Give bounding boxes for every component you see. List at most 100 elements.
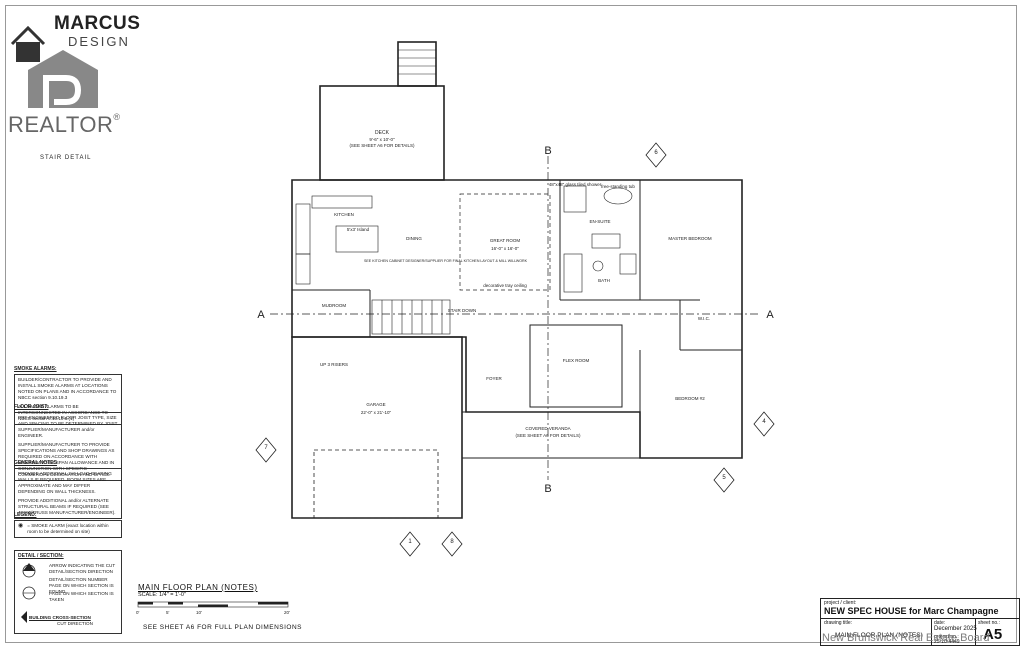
house-outline — [291, 179, 743, 459]
section-marker-4-number: 4 — [762, 419, 766, 425]
bath-label: BATH — [598, 278, 610, 283]
great-room-dimension: 16'-0" x 16'-0" — [491, 246, 519, 251]
smoke-alarms-note-1: BUILDER/CONTRACTOR TO PROVIDE AND INSTAL… — [18, 377, 117, 400]
section-marker-6: 6 — [645, 142, 667, 168]
garage-dimension: 22'-0" x 21'-10" — [361, 410, 392, 415]
section-marker-8-number: 8 — [450, 539, 454, 545]
sheet-number: A5 — [983, 626, 1003, 643]
section-marker-5-number: 5 — [722, 475, 726, 481]
dining-label: DINING — [406, 236, 422, 241]
date-value: December 2025 — [934, 626, 977, 632]
section-b-top: B — [544, 145, 551, 157]
project-no-label: project no.: — [934, 634, 959, 640]
garage-outline — [291, 336, 463, 519]
logo-sub: DESIGN — [68, 34, 130, 49]
section-marker-1-number: 1 — [408, 539, 412, 545]
legend-panel: LEGEND: ◉ = SMOKE ALARM (exact location … — [14, 512, 122, 538]
section-marker-6-number: 6 — [654, 150, 658, 156]
shower-note: 48"x48" glass tiled shower — [549, 182, 602, 187]
sheet-border — [5, 5, 1017, 643]
scale-tick-1: 5' — [166, 610, 170, 615]
section-marker-5: 5 — [713, 467, 735, 493]
floor-joist-title: FLOOR JOIST: — [14, 404, 49, 410]
garage-door-outline — [313, 449, 439, 519]
kitchen-counters — [295, 195, 379, 285]
detail-section-legend: DETAIL / SECTION: ARROW INDICATING THE C… — [14, 550, 122, 634]
realtor-text: REALTOR — [8, 112, 114, 137]
section-a-right: A — [766, 309, 774, 321]
kitchen-label: KITCHEN — [334, 212, 354, 217]
cabinet-note: SEE KITCHEN CABINET DESIGNER/SUPPLIER FO… — [364, 259, 528, 263]
foyer-label: FOYER — [486, 376, 502, 381]
scale-tick-2: 10' — [196, 610, 202, 615]
veranda-note: (SEE SHEET A6 FOR DETAILS) — [515, 433, 581, 438]
detail-taken-note: PAGE ON WHICH SECTION IS TAKEN — [49, 591, 114, 602]
deck-label: DECK — [375, 130, 390, 136]
great-room-label: GREAT ROOM — [490, 238, 521, 243]
flex-room-label: FLEX ROOM — [563, 358, 590, 363]
interior-stair — [371, 299, 451, 335]
mudroom-label: MUDROOM — [322, 303, 346, 308]
stair-down-note: STAIR DOWN — [448, 308, 476, 313]
watermark: New Brunswick Real Estate Board — [822, 632, 990, 644]
section-marker-4: 4 — [753, 411, 775, 437]
general-notes: GENERAL NOTES PROVIDE ADDITIONAL 2x6 LOA… — [14, 460, 122, 519]
ensuite-fixtures — [563, 185, 637, 293]
island-label: 5'x3' Island — [347, 227, 370, 232]
project-no-value: 25-10-4449 — [934, 639, 960, 645]
general-note-1: PROVIDE ADDITIONAL 2x6 LOAD-BEARING WALL… — [18, 471, 112, 494]
bedroom-2-label: BEDROOM #2 — [675, 396, 705, 401]
scale-tick-3: 20' — [284, 610, 290, 615]
detail-found-note: PAGE ON WHICH SECTION IS FOUND — [49, 583, 114, 594]
project-name: NEW SPEC HOUSE for Marc Champagne — [824, 606, 999, 616]
scale-bar — [137, 601, 289, 608]
smoke-alarms-title: SMOKE ALARMS: — [14, 366, 57, 372]
logo-name: MARCUS — [54, 13, 141, 34]
section-marker-8: 8 — [441, 531, 463, 557]
date-label: date: — [934, 620, 946, 626]
tub-note: free-standing tub — [601, 184, 635, 189]
realtor-mark: REALTOR® — [8, 112, 121, 137]
legend-title: LEGEND: — [14, 512, 37, 518]
drawing-title: MAIN FLOOR PLAN (NOTES) — [835, 632, 923, 639]
detail-arrow-note: ARROW INDICATING THE CUT DETAIL/SECTION … — [49, 563, 116, 574]
detail-number-note: DETAIL/SECTION NUMBER — [49, 577, 108, 582]
section-a-left: A — [257, 309, 265, 321]
plan-scale: SCALE: 1/4" = 1'-0" — [138, 592, 186, 598]
smoke-alarm-icon: ◉ — [18, 523, 24, 529]
section-b-bottom: B — [544, 483, 551, 495]
project-label: project / client: — [824, 600, 857, 606]
section-marker-7: 7 — [255, 437, 277, 463]
scale-tick-0: 0' — [136, 610, 140, 615]
logo-house-icon — [8, 10, 108, 110]
ensuite-label: EN-SUITE — [589, 219, 610, 224]
deck-stair-treads — [398, 49, 436, 75]
garage-label: GARAGE — [366, 402, 385, 407]
cabinet-note-text: SEE KITCHEN CABINET DESIGNER/SUPPLIER FO… — [364, 259, 528, 263]
veranda-label: COVERED VERANDA — [525, 426, 570, 431]
plan-title: MAIN FLOOR PLAN (NOTES) — [138, 583, 258, 592]
building-cross-section-label: BUILDING CROSS-SECTION — [29, 615, 91, 620]
deck-dimension: 9'-6" x 10'-0" — [369, 137, 395, 142]
master-bedroom-label: MASTER BEDROOM — [668, 236, 712, 241]
sheet-label: sheet no.: — [978, 620, 1000, 626]
section-marker-1: 1 — [399, 531, 421, 557]
logo: MARCUS DESIGN — [8, 10, 140, 130]
detail-section-title: DETAIL / SECTION: — [18, 553, 64, 559]
plan-sheet-reference: SEE SHEET A6 FOR FULL PLAN DIMENSIONS — [143, 624, 303, 631]
wic-label: W.I.C. — [698, 316, 710, 321]
general-note-2: PROVIDE ADDITIONAL and/or ALTERNATE STRU… — [18, 498, 116, 515]
legend-item: = SMOKE ALARM (exact location within roo… — [27, 523, 109, 534]
tray-ceiling-outline — [459, 193, 551, 291]
title-block: project / client: NEW SPEC HOUSE for Mar… — [820, 598, 1020, 646]
veranda-outline — [461, 411, 641, 459]
stair-up-note: UP 3 RISERS — [320, 362, 348, 367]
floor-joist-note-1: PRE-ENGINEERED FLOOR JOIST TYPE, SIZE AN… — [18, 415, 118, 438]
tray-ceiling-note: decorative tray ceiling — [483, 283, 527, 288]
section-marker-7-number: 7 — [264, 445, 268, 451]
section-symbol-icon — [21, 563, 36, 623]
deck-note: (SEE SHEET A6 FOR DETAILS) — [349, 143, 415, 148]
deck-stair — [397, 41, 437, 87]
general-notes-title: GENERAL NOTES — [14, 460, 57, 466]
